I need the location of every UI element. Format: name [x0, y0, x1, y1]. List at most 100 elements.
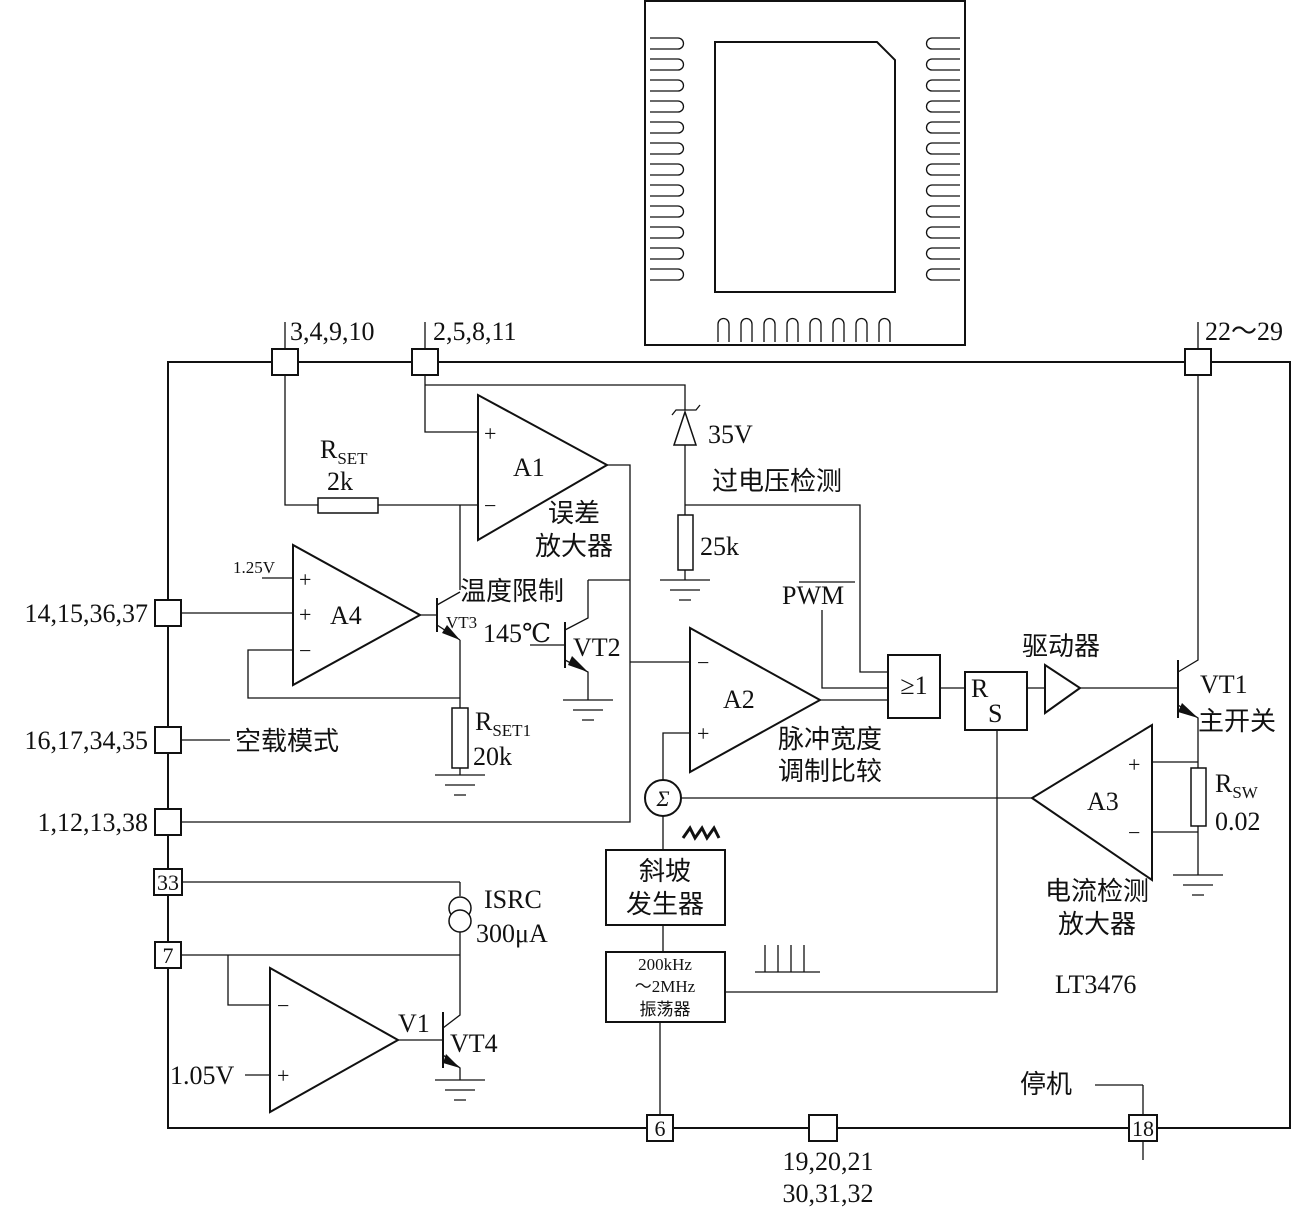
- resistor-25k: 25k: [677, 514, 739, 571]
- package-pin: [650, 100, 685, 113]
- svg-text:A4: A4: [330, 601, 362, 630]
- pin-33: 33: [153, 868, 183, 896]
- package-pin: [650, 79, 685, 92]
- package-pin: [650, 58, 685, 71]
- package-pin: [763, 317, 776, 342]
- package-pin: [650, 247, 685, 260]
- internal-wires: [181, 375, 1199, 1115]
- package-pin: [855, 317, 868, 342]
- transistor-vt4: VT4: [442, 1012, 498, 1068]
- package-pin: [650, 268, 685, 281]
- svg-text:驱动器: 驱动器: [1022, 632, 1100, 661]
- svg-text:16,17,34,35: 16,17,34,35: [25, 726, 149, 755]
- svg-text:7: 7: [163, 943, 174, 968]
- package-pin: [925, 37, 960, 50]
- svg-text:22～29: 22～29: [1205, 317, 1283, 346]
- svg-text:脉冲宽度: 脉冲宽度: [778, 725, 882, 754]
- svg-text:3,4,9,10: 3,4,9,10: [290, 317, 375, 346]
- pwm-input-label: PWM: [782, 581, 855, 610]
- package-pin: [650, 226, 685, 239]
- package-pin: [717, 317, 730, 342]
- summing-junction: Σ: [644, 779, 682, 817]
- svg-text:过电压检测: 过电压检测: [712, 467, 842, 496]
- ground-icon: [435, 774, 485, 796]
- svg-text:VT4: VT4: [450, 1029, 498, 1058]
- pin-22-29: 22～29: [1184, 317, 1283, 376]
- ground-symbols: [435, 579, 1223, 1101]
- sawtooth-icon: [681, 825, 721, 841]
- no-load-mode-label: 空载模式: [235, 727, 339, 756]
- ground-icon: [660, 579, 710, 601]
- pin-16-17-34-35: 16,17,34,35: [25, 726, 182, 755]
- pin-18: 18 停机: [1020, 1070, 1158, 1160]
- svg-text:放大器: 放大器: [535, 532, 613, 561]
- zener-diode-35v: 35V 过电压检测: [671, 404, 842, 496]
- svg-text:30,31,32: 30,31,32: [783, 1179, 874, 1208]
- rs-flip-flop: R S: [964, 671, 1028, 731]
- svg-text:RSW: RSW: [1215, 769, 1259, 802]
- resistor-rsw: RSW 0.02: [1190, 767, 1261, 836]
- svg-text:VT2: VT2: [573, 633, 621, 662]
- svg-text:−: −: [484, 493, 496, 518]
- op-amp-v1: − + V1 1.05V: [170, 966, 430, 1114]
- pin-19-20-21-30-31-32: 19,20,21 30,31,32: [783, 1114, 874, 1208]
- package-pin: [650, 205, 685, 218]
- package-pin: [740, 317, 753, 342]
- oscillator: 200kHz ～2MHz 振荡器: [605, 945, 820, 1023]
- resistor-rset1: RSET1 20k: [451, 707, 531, 771]
- driver-buffer: 驱动器: [1022, 632, 1100, 715]
- pin-6: 6: [646, 1114, 674, 1142]
- svg-text:～2MHz: ～2MHz: [635, 977, 696, 996]
- or-gate: ≥1: [887, 654, 941, 719]
- pin-7: 7: [154, 941, 182, 969]
- package-pin: [925, 142, 960, 155]
- svg-text:斜坡: 斜坡: [639, 857, 691, 886]
- svg-text:−: −: [277, 993, 289, 1018]
- package-pin: [786, 317, 799, 342]
- svg-text:V1: V1: [398, 1009, 430, 1038]
- svg-text:ISRC: ISRC: [484, 885, 542, 914]
- svg-text:25k: 25k: [700, 532, 739, 561]
- package-pin: [832, 317, 845, 342]
- svg-text:RSET1: RSET1: [475, 707, 531, 740]
- ramp-generator: 斜坡 发生器: [605, 825, 726, 926]
- svg-text:0.02: 0.02: [1215, 807, 1261, 836]
- svg-text:200kHz: 200kHz: [638, 955, 692, 974]
- svg-text:PWM: PWM: [782, 581, 844, 610]
- transistor-vt2: VT2 145℃: [483, 619, 621, 672]
- package-pin: [878, 317, 891, 342]
- svg-text:300μA: 300μA: [476, 919, 548, 948]
- svg-text:−: −: [697, 650, 709, 675]
- svg-text:20k: 20k: [473, 742, 512, 771]
- chip-package: [644, 0, 966, 346]
- package-pin: [650, 163, 685, 176]
- svg-text:1.25V: 1.25V: [233, 558, 276, 577]
- package-pin: [925, 121, 960, 134]
- svg-text:振荡器: 振荡器: [640, 1000, 691, 1019]
- svg-text:2,5,8,11: 2,5,8,11: [433, 317, 517, 346]
- svg-text:35V: 35V: [708, 420, 753, 449]
- svg-text:停机: 停机: [1020, 1070, 1072, 1099]
- svg-text:温度限制: 温度限制: [460, 577, 564, 606]
- package-pin: [650, 37, 685, 50]
- package-pin: [925, 268, 960, 281]
- package-pin: [809, 317, 822, 342]
- transistor-vt3: VT3 温度限制: [436, 577, 564, 640]
- svg-text:放大器: 放大器: [1058, 910, 1136, 939]
- ground-icon: [563, 699, 613, 721]
- transistor-vt1: VT1 主开关: [1177, 660, 1276, 736]
- resistor-rset: RSET 2k: [317, 435, 379, 514]
- chip-name: LT3476: [1055, 970, 1136, 999]
- svg-text:VT1: VT1: [1200, 670, 1248, 699]
- svg-text:A3: A3: [1087, 787, 1119, 816]
- svg-text:+: +: [299, 567, 311, 592]
- package-pin: [925, 184, 960, 197]
- svg-text:Σ: Σ: [655, 786, 669, 811]
- package-pin: [925, 163, 960, 176]
- svg-text:+: +: [697, 721, 709, 746]
- svg-text:14,15,36,37: 14,15,36,37: [25, 599, 149, 628]
- svg-text:+: +: [277, 1063, 289, 1088]
- svg-text:19,20,21: 19,20,21: [783, 1147, 874, 1176]
- svg-text:+: +: [299, 602, 311, 627]
